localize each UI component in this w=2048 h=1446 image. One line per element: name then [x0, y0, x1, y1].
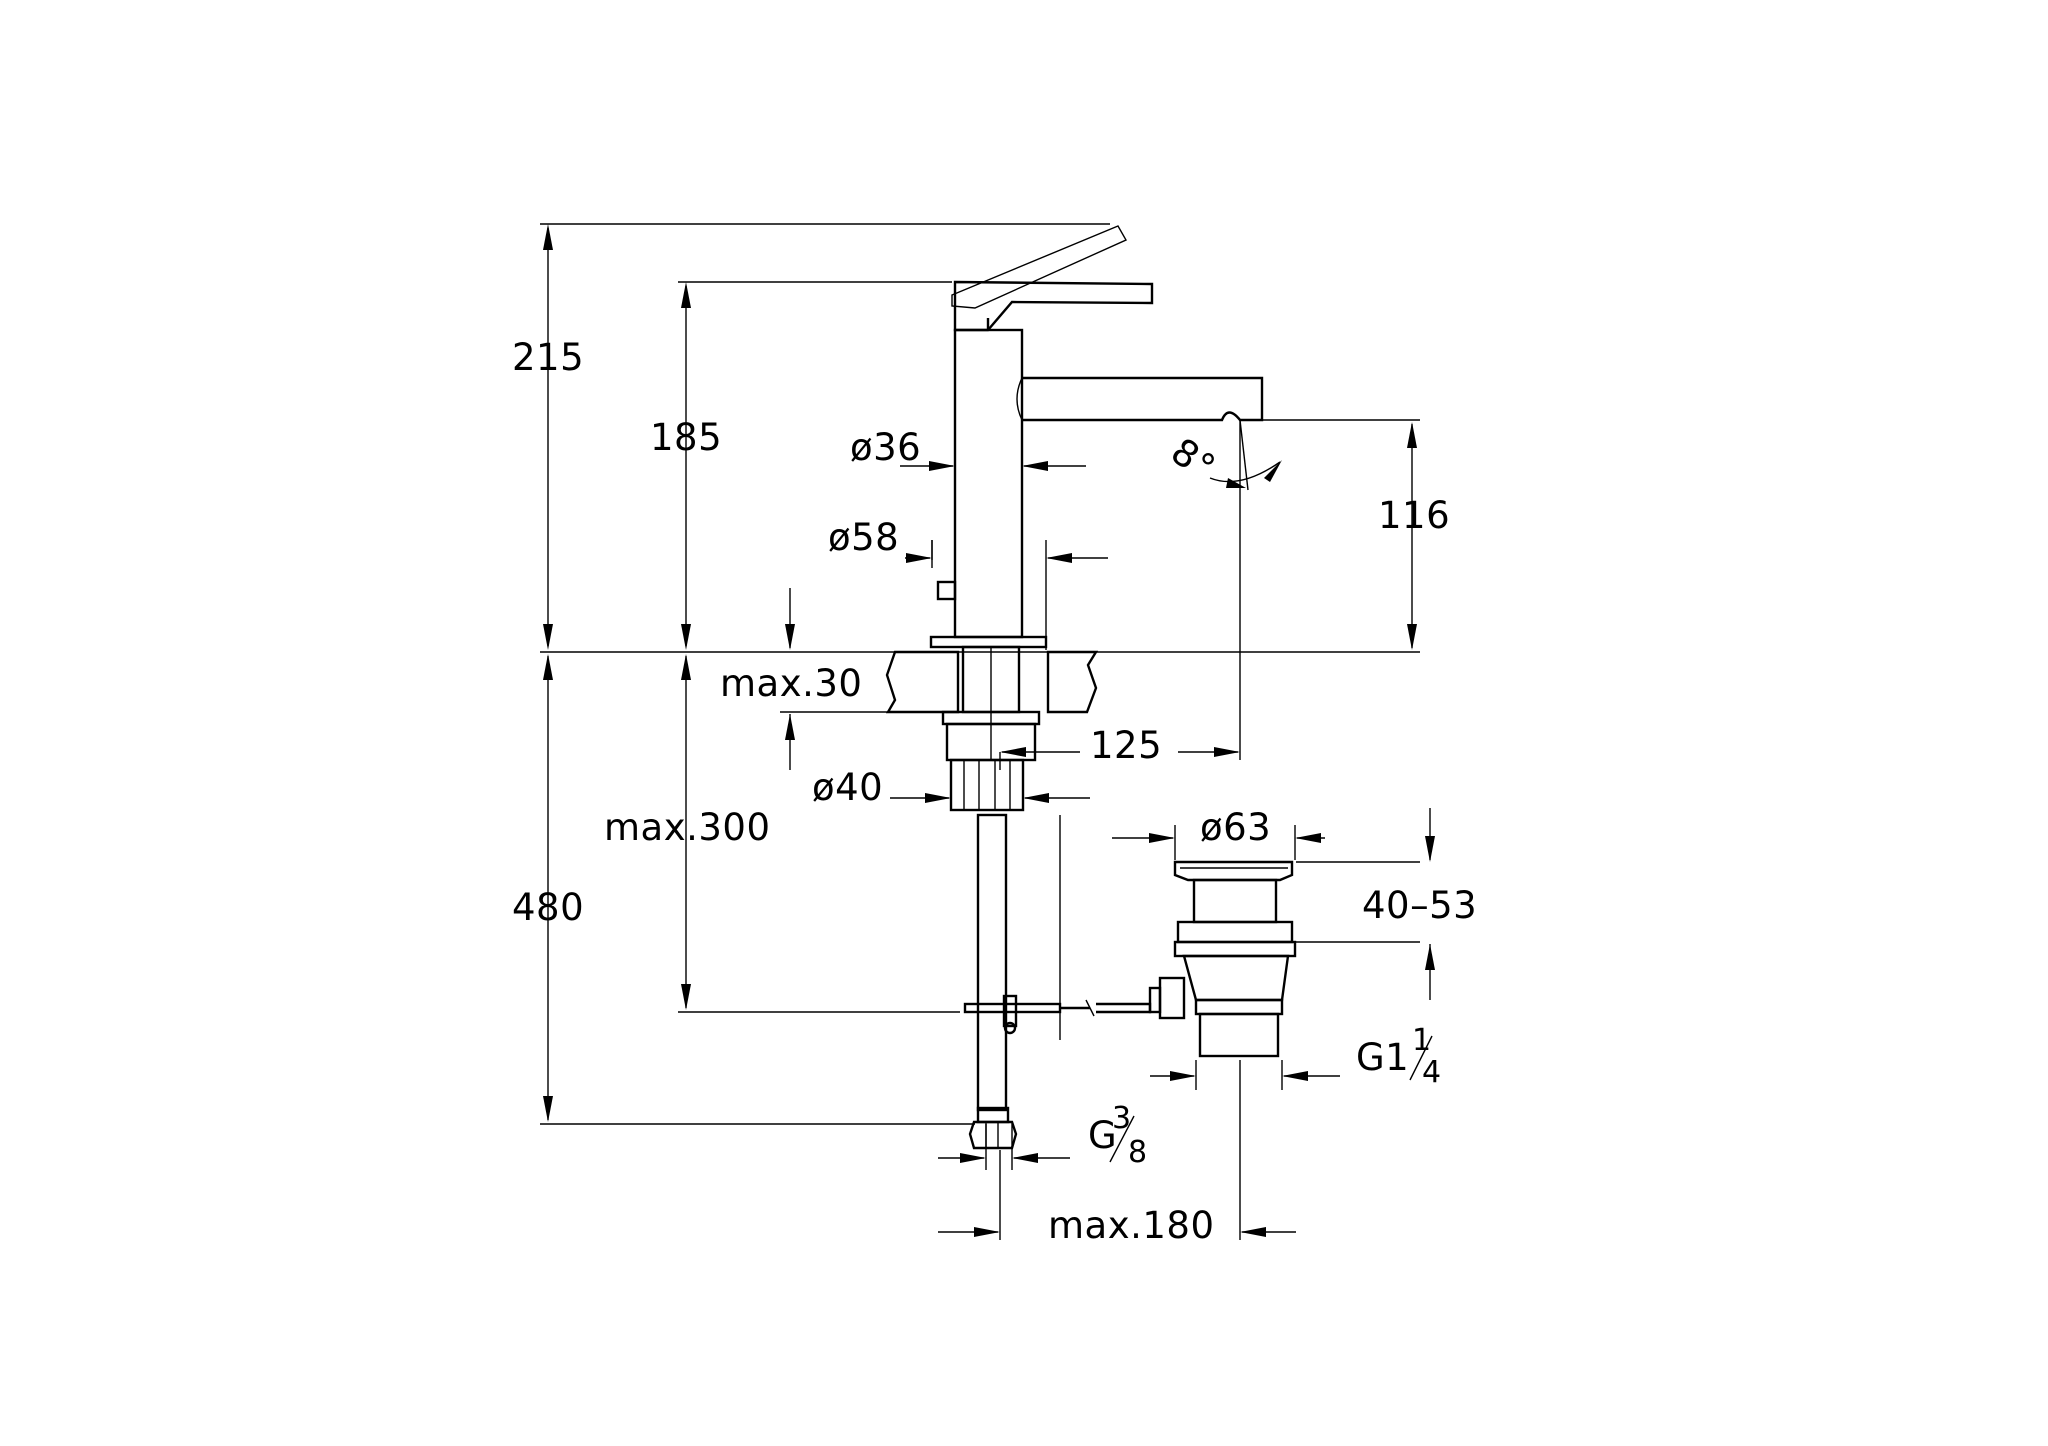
dim-body-height: 185: [650, 416, 722, 459]
dim-counter-thickness: max.30: [720, 662, 862, 705]
dim-waste-diameter: ø63: [1200, 806, 1271, 849]
dim-body-diameter: ø36: [850, 426, 921, 469]
countertop: [540, 650, 1420, 714]
dim-below-counter: 480: [512, 886, 584, 929]
hose-thread-numerator: 3: [1112, 1101, 1131, 1136]
hose-thread-base: G: [1088, 1114, 1117, 1157]
dim-waste-thread: G1 1 4: [1356, 1023, 1441, 1090]
hose-thread-denominator: 8: [1128, 1135, 1147, 1170]
dim-base-diameter: ø58: [828, 516, 899, 559]
dimension-lines: [540, 223, 1435, 1240]
dim-spout-reach: 125: [1090, 724, 1162, 767]
dim-angle: 8°: [1163, 430, 1223, 490]
dim-hose-length: max.300: [604, 806, 771, 849]
dim-waste-offset: max.180: [1048, 1204, 1215, 1247]
waste-thread-base: G1: [1356, 1036, 1409, 1079]
waste-thread-denominator: 4: [1422, 1055, 1441, 1090]
dim-shank-diameter: ø40: [812, 766, 883, 809]
waste-drain: [1148, 860, 1297, 1058]
waste-thread-numerator: 1: [1412, 1023, 1431, 1058]
dim-total-height: 215: [512, 336, 584, 379]
dim-waste-range: 40–53: [1362, 884, 1477, 927]
dim-spout-clearance: 116: [1378, 494, 1450, 537]
dim-hose-thread: G 3 8: [1088, 1101, 1147, 1170]
